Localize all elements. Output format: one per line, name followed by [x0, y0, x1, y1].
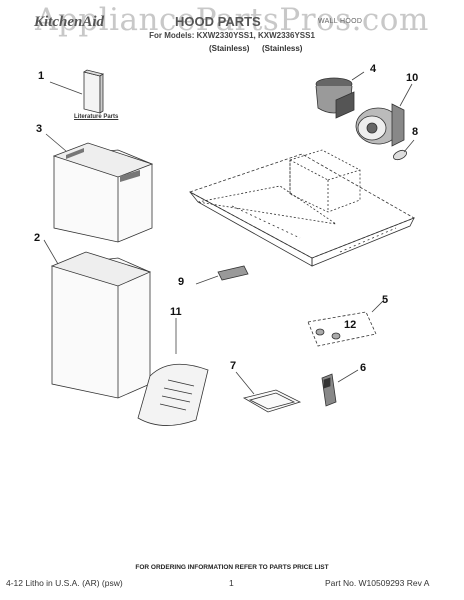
page-number: 1	[229, 578, 234, 588]
hardware-parts-drawing	[307, 299, 385, 347]
upper-duct-cover-drawing	[45, 133, 154, 243]
charcoal-filter-drawing	[235, 371, 302, 413]
header-right-text: WALL HOOD	[318, 18, 363, 25]
light-bulb-drawing	[393, 139, 415, 161]
callout-9: 9	[178, 276, 185, 288]
literature-parts-label: Literature Parts	[74, 114, 119, 120]
ordering-note: FOR ORDERING INFORMATION REFER TO PARTS …	[135, 564, 329, 571]
callout-1: 1	[38, 70, 45, 82]
callout-3: 3	[36, 123, 43, 135]
part-number: Part No. W10509293 Rev A	[325, 578, 430, 588]
callout-8: 8	[412, 126, 419, 138]
grease-filter-drawing	[137, 318, 209, 426]
callout-12: 12	[344, 319, 357, 331]
blower-motor-drawing	[355, 83, 413, 147]
literature-parts-drawing	[49, 69, 104, 114]
callout-2: 2	[34, 232, 41, 244]
litho-text: 4-12 Litho in U.S.A. (AR) (psw)	[6, 578, 123, 588]
watermark: AppliancePartsPros.com	[35, 2, 429, 38]
hood-canopy-drawing	[189, 149, 415, 267]
callout-6: 6	[360, 362, 367, 374]
callout-11: 11	[170, 306, 182, 318]
brand-logo: KitchenAid	[34, 14, 105, 30]
page-title: HOOD PARTS	[175, 14, 261, 29]
blower-housing-drawing	[315, 71, 365, 119]
control-bracket-drawing	[321, 369, 359, 407]
callout-10: 10	[406, 72, 419, 84]
models-line: For Models: KXW2330YSS1, KXW2336YSS1	[149, 31, 315, 40]
callout-4: 4	[370, 63, 377, 75]
light-socket-drawing	[195, 265, 249, 285]
callout-5: 5	[382, 294, 389, 306]
callout-7: 7	[230, 360, 237, 372]
finish-label-2: (Stainless)	[262, 44, 303, 53]
finish-label-1: (Stainless)	[209, 44, 250, 53]
lower-duct-cover-drawing	[43, 239, 152, 399]
